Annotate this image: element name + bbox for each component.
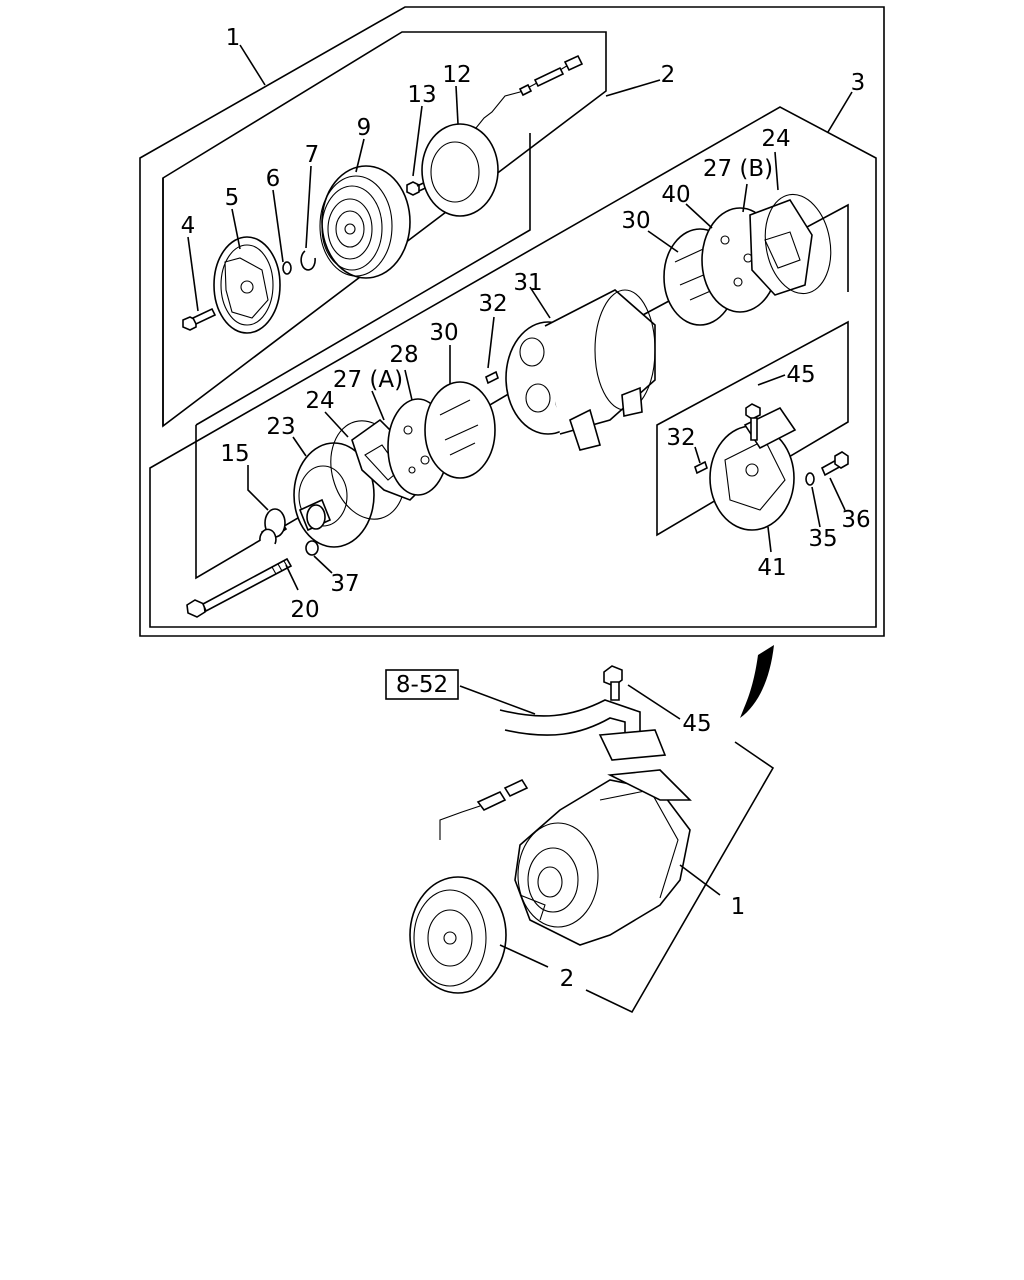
washer-37 — [305, 540, 319, 556]
pin-32-rear — [694, 460, 708, 475]
label-24-rear: 24 — [761, 126, 790, 152]
label-2: 2 — [661, 62, 676, 88]
label-20: 20 — [290, 597, 319, 623]
direction-arrow — [740, 645, 774, 718]
label-45-assembled: 45 — [682, 711, 711, 737]
shaft-seal-15 — [259, 508, 288, 545]
label-32: 32 — [478, 291, 507, 317]
label-6: 6 — [266, 166, 281, 192]
cylinder-block-31 — [505, 289, 656, 451]
hose-assembly — [499, 665, 667, 761]
label-1-assembled: 1 — [731, 894, 746, 920]
ref-box — [385, 669, 459, 700]
label-30-front: 30 — [429, 320, 458, 346]
label-45-rear: 45 — [786, 362, 815, 388]
label-31: 31 — [513, 270, 542, 296]
suction-valve-30-front — [424, 381, 496, 479]
label-35: 35 — [808, 526, 837, 552]
label-3: 3 — [851, 70, 866, 96]
label-32-rear: 32 — [666, 425, 695, 451]
pulley-9 — [319, 165, 411, 279]
bolt-36 — [820, 451, 849, 477]
label-37: 37 — [330, 571, 359, 597]
label-1: 1 — [226, 25, 241, 51]
label-41: 41 — [757, 555, 786, 581]
pulley-assembled — [409, 778, 529, 994]
bolt-45-rear — [745, 403, 761, 441]
label-30-rear: 30 — [621, 208, 650, 234]
field-coil-12 — [421, 54, 584, 217]
label-27a: 27 (A) — [333, 367, 403, 393]
label-13: 13 — [407, 82, 436, 108]
front-head-23 — [293, 442, 375, 548]
assembly-frame — [139, 6, 885, 637]
label-23: 23 — [266, 414, 295, 440]
label-2-assembled: 2 — [560, 966, 575, 992]
label-36: 36 — [841, 507, 870, 533]
armature-plate-5 — [213, 236, 281, 334]
ref-label-8-52: 8-52 — [396, 672, 448, 698]
label-5: 5 — [225, 185, 240, 211]
label-27b: 27 (B) — [703, 156, 773, 182]
label-7: 7 — [305, 142, 320, 168]
label-12: 12 — [442, 62, 471, 88]
snap-ring-7 — [300, 250, 316, 271]
o-ring-24-rear — [764, 193, 832, 295]
label-15: 15 — [220, 441, 249, 467]
label-28: 28 — [389, 342, 418, 368]
label-4: 4 — [181, 213, 196, 239]
leader-lines — [187, 44, 853, 1014]
label-40: 40 — [661, 182, 690, 208]
bolt-20 — [186, 557, 293, 618]
label-24-front: 24 — [305, 388, 334, 414]
compressor-assembled — [514, 769, 692, 946]
clutch-bolt-4 — [182, 307, 217, 331]
pin-32 — [485, 370, 499, 385]
gasket-27b — [749, 199, 813, 296]
washer-35 — [805, 472, 815, 486]
shim-6 — [282, 261, 292, 275]
label-9: 9 — [357, 115, 372, 141]
